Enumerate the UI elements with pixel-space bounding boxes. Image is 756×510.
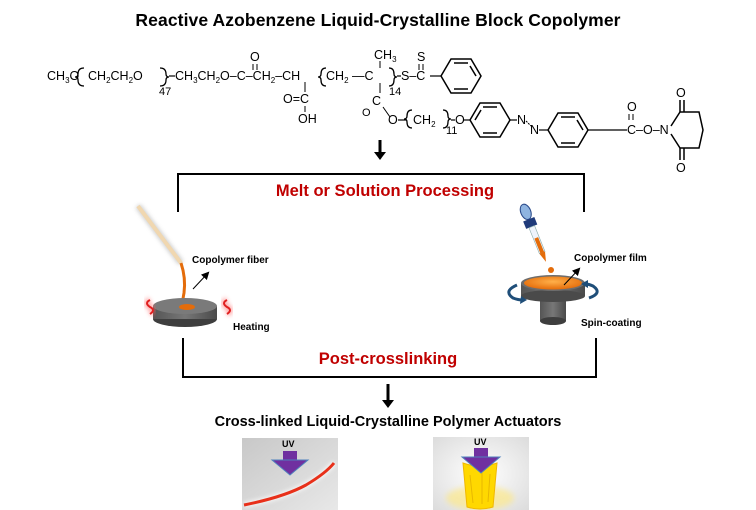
peg-close-bracket [159, 67, 170, 87]
azo-n1: N [517, 113, 526, 127]
processing-step-label: Melt or Solution Processing [275, 182, 495, 200]
backbone-repeat-count: 14 [389, 86, 401, 98]
side-ester-carbonyl-o: O [362, 107, 371, 119]
fiber-drawing-illustration [135, 204, 233, 327]
backbone-methyl: CH3 [374, 48, 397, 64]
heat-wave-left-icon [144, 297, 156, 317]
uv-label-right: UV [474, 437, 487, 447]
film-actuator-photo [433, 437, 529, 510]
backbone-close-bracket [388, 67, 398, 87]
process-box-bottom-bracket [182, 338, 597, 378]
fiber-actuator-photo [242, 438, 338, 510]
uv-arrow-left-icon [270, 451, 310, 476]
backbone-ch2: CH2 —C [326, 69, 374, 85]
fiber-label-pointer [192, 271, 210, 290]
heating-label: Heating [233, 322, 270, 333]
spacer-repeat-count: 11 [446, 125, 457, 137]
chemical-structure: CH3O CH2CH2O 47 CH3CH2O–C–CH2–CH O O=C O… [47, 48, 704, 175]
cooh-hydroxyl: OH [298, 112, 317, 126]
linker-group: CH3CH2O–C–CH2–CH [175, 69, 300, 85]
spin-coating-label: Spin-coating [581, 318, 642, 329]
azobenzene-ring-2 [547, 112, 589, 148]
process-box-top-bracket [177, 173, 585, 212]
azo-n2: N [530, 123, 539, 137]
ether-o: O [455, 113, 465, 127]
copolymer-film-label: Copolymer film [574, 253, 647, 264]
down-arrow-to-actuators [382, 384, 394, 408]
spin-coating-illustration [507, 203, 599, 325]
uv-label-left: UV [282, 439, 295, 449]
side-ester-c: C [372, 94, 381, 108]
glass-rod-icon [136, 204, 183, 265]
thiocarbonyl-s: S [417, 50, 425, 64]
down-arrow-to-processing [374, 140, 386, 160]
peg-chain: CH3O [47, 69, 80, 85]
cooh-carbonyl: O=C [283, 92, 309, 106]
side-ester-o: O [388, 113, 398, 127]
phenyl-ring [440, 58, 482, 94]
succinimide-carbonyl-bottom: O [676, 161, 686, 175]
copolymer-fiber-label: Copolymer fiber [192, 255, 269, 266]
peg-open-bracket [74, 67, 85, 87]
peg-repeat-count: 47 [159, 86, 171, 98]
linker-carbonyl-o: O [250, 50, 260, 64]
crosslinking-step-label: Post-crosslinking [318, 350, 458, 368]
peg-repeat-unit: CH2CH2O [88, 69, 143, 85]
heat-wave-right-icon [221, 297, 233, 317]
bending-fiber [243, 462, 336, 507]
droplet-icon [548, 267, 554, 273]
dropper-icon [519, 203, 546, 262]
copolymer-film-icon [524, 276, 582, 290]
alkyl-spacer: CH2 [413, 113, 436, 129]
succinimide-carbonyl-top: O [676, 86, 686, 100]
succinimide-ring [670, 100, 704, 160]
nhs-ester-linkage: C–O–N [627, 123, 669, 137]
raft-end-group: S–C [401, 69, 425, 83]
film-label-pointer [563, 267, 581, 286]
polymer-melt-drop [179, 304, 195, 310]
nhs-ester-carbonyl-o: O [627, 100, 637, 114]
uv-arrow-right-icon [460, 448, 502, 474]
diagram-title: Reactive Azobenzene Liquid-Crystalline B… [135, 10, 621, 30]
backbone-open-bracket [317, 67, 327, 87]
rotation-arrow-left-icon [507, 283, 524, 302]
azobenzene-ring-1 [469, 102, 511, 138]
actuators-title: Cross-linked Liquid-Crystalline Polymer … [214, 414, 562, 430]
